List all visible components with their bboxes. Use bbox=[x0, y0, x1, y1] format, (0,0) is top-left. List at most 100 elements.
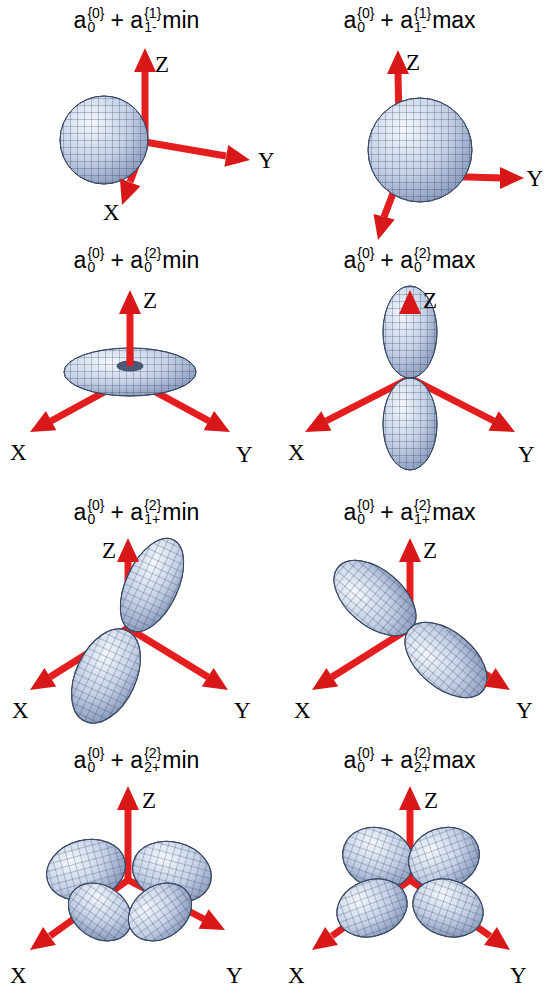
subscript: 0 bbox=[357, 260, 365, 274]
extremum-label: max bbox=[432, 499, 475, 525]
axis-label: X bbox=[12, 698, 29, 723]
superscript: {2} bbox=[414, 246, 431, 260]
arrow-heads bbox=[387, 50, 409, 74]
clover-surface bbox=[405, 869, 492, 946]
axis-label: Y bbox=[516, 698, 533, 723]
lobe-surface bbox=[391, 608, 501, 713]
arrow-heads bbox=[119, 290, 141, 314]
dumbbell-surface bbox=[383, 286, 437, 378]
arrow-heads bbox=[484, 668, 510, 690]
dumbbell-surface bbox=[383, 286, 437, 470]
panel-title: a{0}0+ a{2}1+max bbox=[273, 492, 546, 532]
axes bbox=[145, 142, 226, 156]
coefficient-symbol: a bbox=[343, 247, 356, 273]
lobe-surface bbox=[107, 529, 196, 642]
extremum-label: min bbox=[162, 747, 199, 773]
axis-label: Z bbox=[423, 538, 437, 563]
superscript: {2} bbox=[144, 246, 161, 260]
superscript: {1} bbox=[414, 6, 431, 20]
arrow-heads bbox=[500, 167, 524, 189]
superscript: {2} bbox=[414, 746, 431, 760]
axis-label: Z bbox=[155, 52, 169, 77]
axis-label: Y bbox=[226, 963, 243, 988]
arrow-heads bbox=[374, 50, 525, 240]
superscript: {0} bbox=[87, 746, 104, 760]
index-stack: {2}1+ bbox=[144, 498, 161, 526]
arrow-heads bbox=[30, 668, 56, 690]
subscript: 0 bbox=[144, 260, 152, 274]
coefficient-symbol: + a bbox=[380, 247, 413, 273]
extremum-label: min bbox=[162, 7, 199, 33]
arrow-heads bbox=[399, 290, 421, 314]
index-stack: {2}2+ bbox=[144, 746, 161, 774]
clover-surface bbox=[329, 869, 416, 946]
superscript: {0} bbox=[87, 246, 104, 260]
index-stack: {0}0 bbox=[357, 498, 374, 526]
superscript: {0} bbox=[357, 498, 374, 512]
arrow-heads bbox=[30, 290, 230, 432]
axis-label: X bbox=[10, 440, 27, 465]
axis-label: Y bbox=[518, 442, 535, 467]
dumbbell-surface bbox=[383, 378, 437, 470]
dumbbell-surface bbox=[383, 378, 437, 470]
subscript: 1+ bbox=[144, 512, 160, 526]
axis-label: Z bbox=[102, 538, 116, 563]
axis-label: Y bbox=[526, 166, 543, 191]
subscript: 0 bbox=[357, 20, 365, 34]
arrow-heads bbox=[30, 411, 56, 432]
sphere-surface bbox=[368, 98, 472, 202]
extremum-label: max bbox=[432, 747, 475, 773]
arrow-heads bbox=[312, 538, 510, 690]
arrow-heads bbox=[312, 668, 338, 690]
coefficient-symbol: a bbox=[343, 747, 356, 773]
coefficient-symbol: + a bbox=[111, 747, 144, 773]
coefficient-symbol: a bbox=[343, 7, 356, 33]
arrow-heads bbox=[134, 48, 156, 72]
superscript: {2} bbox=[144, 746, 161, 760]
extremum-label: min bbox=[162, 247, 199, 273]
arrow-heads bbox=[399, 786, 421, 810]
subscript: 0 bbox=[357, 760, 365, 774]
arrow-heads bbox=[224, 145, 250, 167]
clover-surface bbox=[329, 869, 416, 946]
arrow-heads bbox=[202, 668, 228, 690]
index-stack: {0}0 bbox=[87, 746, 104, 774]
subscript: 0 bbox=[414, 260, 422, 274]
coefficient-symbol: + a bbox=[380, 747, 413, 773]
axis-label: X bbox=[10, 963, 27, 988]
panel-title: a{0}0+ a{2}2+min bbox=[0, 740, 273, 780]
axes bbox=[127, 312, 134, 366]
lobe-surface bbox=[58, 618, 155, 734]
arrow-heads bbox=[312, 786, 510, 950]
arrow-heads bbox=[312, 927, 338, 950]
axis-label: Z bbox=[406, 50, 420, 75]
arrow-heads bbox=[120, 48, 250, 205]
index-stack: {0}0 bbox=[357, 746, 374, 774]
superscript: {2} bbox=[144, 498, 161, 512]
panel-title: a{0}0+ a{2}0max bbox=[273, 240, 546, 280]
panel-title: a{0}0+ a{2}1+min bbox=[0, 492, 273, 532]
index-stack: {1}1- bbox=[414, 6, 431, 34]
axis-label: Y bbox=[234, 698, 251, 723]
clover-surface bbox=[40, 831, 219, 953]
superscript: {1} bbox=[144, 6, 161, 20]
coefficient-symbol: + a bbox=[111, 499, 144, 525]
extremum-label: max bbox=[432, 7, 475, 33]
coefficient-symbol: + a bbox=[111, 247, 144, 273]
subscript: 0 bbox=[87, 760, 95, 774]
lobe-surface bbox=[320, 546, 501, 713]
superscript: {0} bbox=[357, 246, 374, 260]
coefficient-symbol: + a bbox=[111, 7, 144, 33]
sphere-surface bbox=[60, 96, 148, 184]
index-stack: {0}0 bbox=[87, 246, 104, 274]
arrow-heads bbox=[305, 290, 515, 432]
subscript: 0 bbox=[357, 512, 365, 526]
index-stack: {2}2+ bbox=[414, 746, 431, 774]
lobe-surface bbox=[391, 608, 501, 713]
arrow-heads bbox=[399, 538, 421, 562]
arrow-heads bbox=[374, 214, 395, 240]
lobe-surface bbox=[58, 618, 155, 734]
subscript: 1- bbox=[144, 20, 156, 34]
